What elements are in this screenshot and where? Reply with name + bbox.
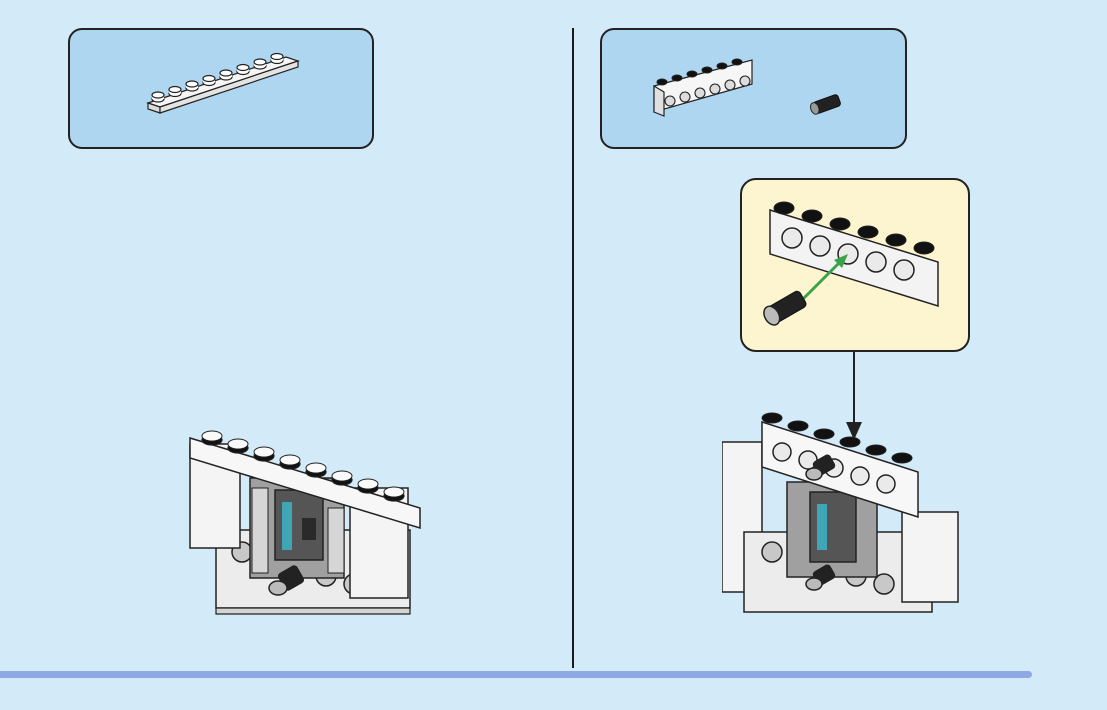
callout-sub-assembly (740, 178, 970, 352)
axle-pin-icon (761, 289, 808, 328)
technic-brick-1x6-icon (654, 59, 752, 116)
footer-bar (0, 671, 1032, 678)
technic-brick-1x6-icon (770, 202, 938, 306)
step-right (574, 0, 1107, 670)
parts-list-panel (600, 28, 907, 149)
parts-list-panel (68, 28, 374, 149)
axle-pin-icon (809, 94, 841, 116)
step-left (0, 0, 572, 670)
model-assembly (180, 418, 430, 628)
model-assembly (722, 402, 962, 632)
plate-1x8-icon (70, 30, 372, 147)
